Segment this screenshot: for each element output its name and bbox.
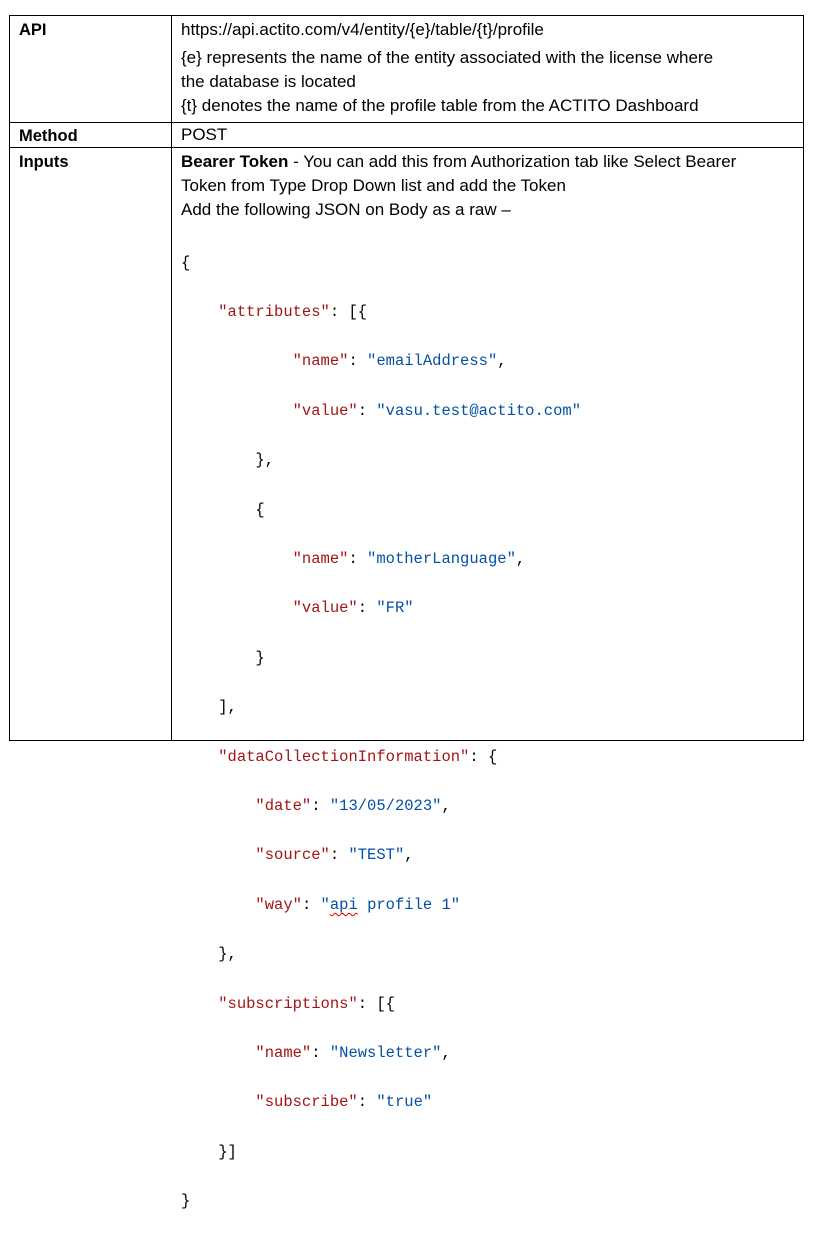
code-line: }, [181,448,581,473]
method-value: POST [181,125,228,144]
api-cell: https://api.actito.com/v4/entity/{e}/tab… [181,18,713,118]
code-token: : [301,895,321,914]
api-desc-entity: {e} represents the name of the entity as… [181,48,714,67]
code-line: "value": "FR" [181,596,581,621]
code-line: { [181,251,581,276]
code-token: , [515,550,526,569]
code-line: "subscriptions": [{ [181,992,581,1017]
table-border-left [9,15,10,741]
code-token: "name" [292,352,349,371]
code-token: "motherLanguage" [367,550,516,569]
code-token: " [320,895,330,914]
code-line: "name": "emailAddress", [181,349,581,374]
api-url: https://api.actito.com/v4/entity/{e}/tab… [181,20,544,39]
code-line: "name": "Newsletter", [181,1041,581,1066]
inputs-cell: Bearer Token - You can add this from Aut… [181,150,736,222]
code-token: }, [218,945,237,964]
bearer-token-label: Bearer Token [181,152,289,171]
code-token: "subscribe" [255,1093,358,1112]
code-token: "name" [292,550,349,569]
code-token: "vasu.test@actito.com" [376,401,581,420]
code-token: profile 1" [357,895,461,914]
code-token: }] [218,1142,237,1161]
table-border-top [9,15,804,16]
code-token: "value" [292,401,358,420]
code-token: "true" [376,1093,433,1112]
api-desc-table: {t} denotes the name of the profile tabl… [181,96,699,115]
code-token: : [{ [329,303,368,322]
code-token: "Newsletter" [329,1043,442,1062]
code-line: "way": "api profile 1" [181,893,581,918]
code-token: "emailAddress" [367,352,498,371]
code-token: , [441,797,451,815]
code-line: "attributes": [{ [181,300,581,325]
code-line: "value": "vasu.test@actito.com" [181,399,581,424]
code-token: "TEST" [348,846,405,865]
code-line: }] [181,1140,581,1165]
code-token: "way" [255,895,302,914]
code-token: : { [469,747,498,766]
table-border-bottom [9,740,804,741]
bearer-token-desc-cont: Token from Type Drop Down list and add t… [181,176,566,195]
code-token: , [497,352,507,371]
code-token: : [348,550,368,569]
method-label: Method [19,127,78,145]
code-token: : [{ [357,994,395,1013]
code-line: "source": "TEST", [181,843,581,868]
code-token: : [357,599,377,618]
code-token: : [357,401,377,420]
code-token: { [181,253,191,272]
inputs-label: Inputs [19,153,69,171]
code-token: : [311,1043,330,1062]
code-token: "subscriptions" [218,994,358,1013]
code-token: } [181,1192,191,1211]
code-line: } [181,1189,581,1214]
code-token: "source" [255,846,330,865]
code-token: ], [218,698,237,717]
code-token: "name" [255,1043,312,1062]
code-line: "date": "13/05/2023", [181,794,581,819]
code-token: : [311,797,330,815]
api-label: API [19,21,47,39]
bearer-token-line: Bearer Token - You can add this from Aut… [181,150,736,174]
table-border-right [803,15,804,741]
code-token: , [441,1043,451,1062]
code-token: "attributes" [218,303,330,322]
spellcheck-underline: api [329,895,358,914]
code-token: "FR" [376,599,414,618]
code-token: "date" [255,797,312,815]
code-token: }, [255,451,275,470]
column-divider [171,15,172,741]
code-token: : [348,352,368,371]
code-token: : [357,1093,377,1112]
code-line: } [181,646,581,671]
bearer-token-desc: - You can add this from Authorization ta… [288,152,737,171]
json-body-code: { "attributes": [{ "name": "emailAddress… [181,226,581,1239]
code-token: { [255,500,265,519]
code-line: "subscribe": "true" [181,1090,581,1115]
code-line: "dataCollectionInformation": { [181,745,581,770]
code-line: { [181,498,581,523]
json-intro: Add the following JSON on Body as a raw … [181,200,511,219]
row-divider-method-inputs [9,147,804,148]
row-divider-api-method [9,122,804,123]
code-token: "value" [292,599,358,618]
code-line: }, [181,942,581,967]
code-token: , [404,846,414,865]
code-token: : [329,846,349,865]
code-token: "dataCollectionInformation" [218,747,470,766]
code-line: "name": "motherLanguage", [181,547,581,572]
code-token: } [255,648,265,667]
code-token: "13/05/2023" [329,797,442,815]
code-line: ], [181,695,581,720]
api-desc-entity-cont: the database is located [181,72,356,91]
